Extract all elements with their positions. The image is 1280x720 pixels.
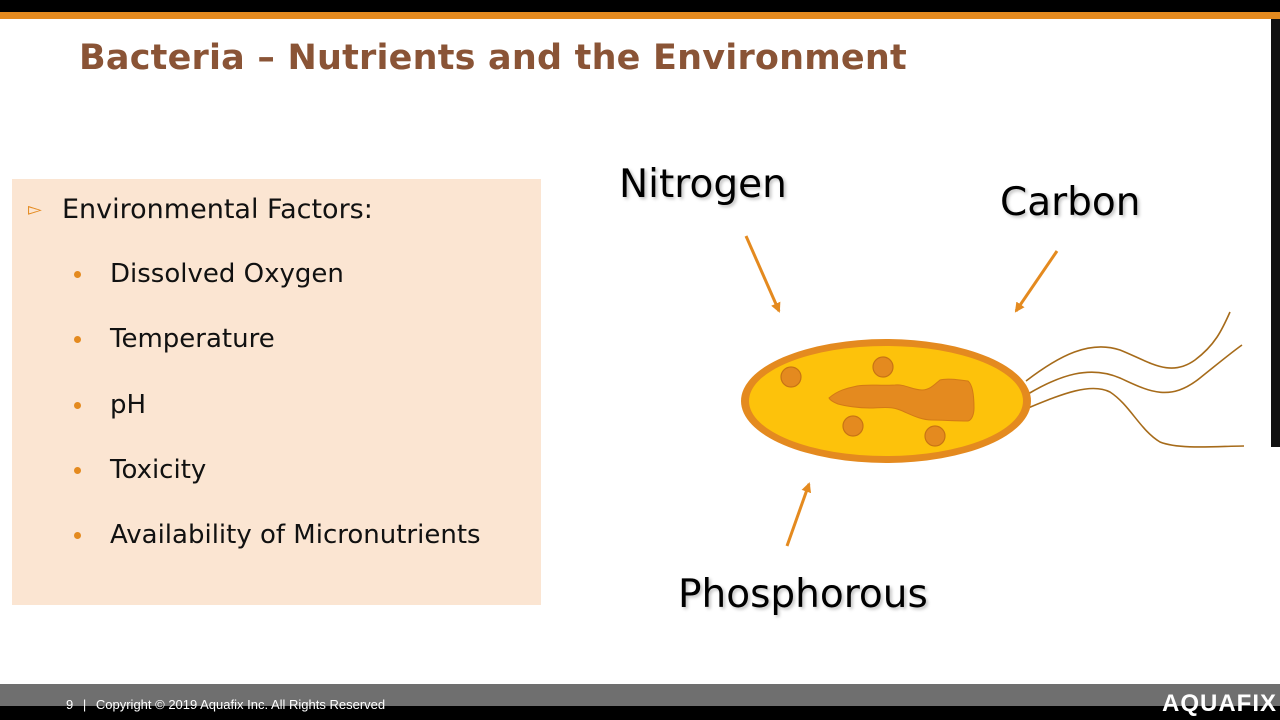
environmental-factors-panel (12, 179, 541, 605)
page-number: 9 (66, 697, 74, 712)
ribosome (924, 425, 946, 447)
list-item: Temperature (74, 324, 275, 354)
factor-label: pH (110, 390, 147, 420)
bullet-icon (74, 531, 81, 539)
factor-label: Dissolved Oxygen (110, 259, 344, 289)
ribosome (780, 366, 802, 388)
bullet-icon (74, 466, 81, 474)
copyright-text: Copyright © 2019 Aquafix Inc. All Rights… (95, 697, 386, 712)
list-item: Toxicity (74, 455, 206, 485)
slide-title: Bacteria – Nutrients and the Environment (79, 38, 907, 78)
phosphorous-label: Phosphorous (678, 572, 928, 617)
bullet-icon (74, 270, 81, 278)
list-item: pH (74, 390, 146, 420)
nitrogen-label: Nitrogen (619, 162, 787, 207)
ribosome (842, 415, 864, 437)
footer-separator: | (82, 697, 87, 712)
factors-heading-label: Environmental Factors: (62, 194, 373, 225)
bacterium-diagram (741, 235, 1245, 547)
flagellum (1027, 344, 1243, 395)
factor-label: Toxicity (110, 455, 207, 485)
carbon-label: Carbon (1000, 180, 1141, 225)
footer-black-strip (0, 706, 1280, 720)
flagellum (1027, 387, 1245, 448)
flagellum (1025, 311, 1231, 382)
right-edge-bar (1271, 19, 1280, 447)
nucleoid (828, 378, 975, 422)
triangle-bullet-icon: ▻ (28, 199, 42, 219)
ribosome (872, 356, 894, 378)
list-item: Availability of Micronutrients (74, 520, 481, 550)
aquafix-logo: AQUAFIX (1162, 690, 1277, 717)
footer-copyright: 9 | Copyright © 2019 Aquafix Inc. All Ri… (66, 697, 385, 712)
top-accent-bar (0, 12, 1280, 19)
top-black-bar (0, 0, 1280, 12)
bullet-icon (74, 335, 81, 343)
phosphorous-arrow (785, 482, 812, 547)
factors-heading: ▻ Environmental Factors: (28, 194, 373, 225)
list-item: Dissolved Oxygen (74, 259, 344, 289)
factor-label: Temperature (110, 324, 275, 354)
bullet-icon (74, 401, 81, 409)
factor-label: Availability of Micronutrients (110, 520, 481, 550)
carbon-arrow (1014, 250, 1059, 313)
nitrogen-arrow (744, 235, 781, 313)
